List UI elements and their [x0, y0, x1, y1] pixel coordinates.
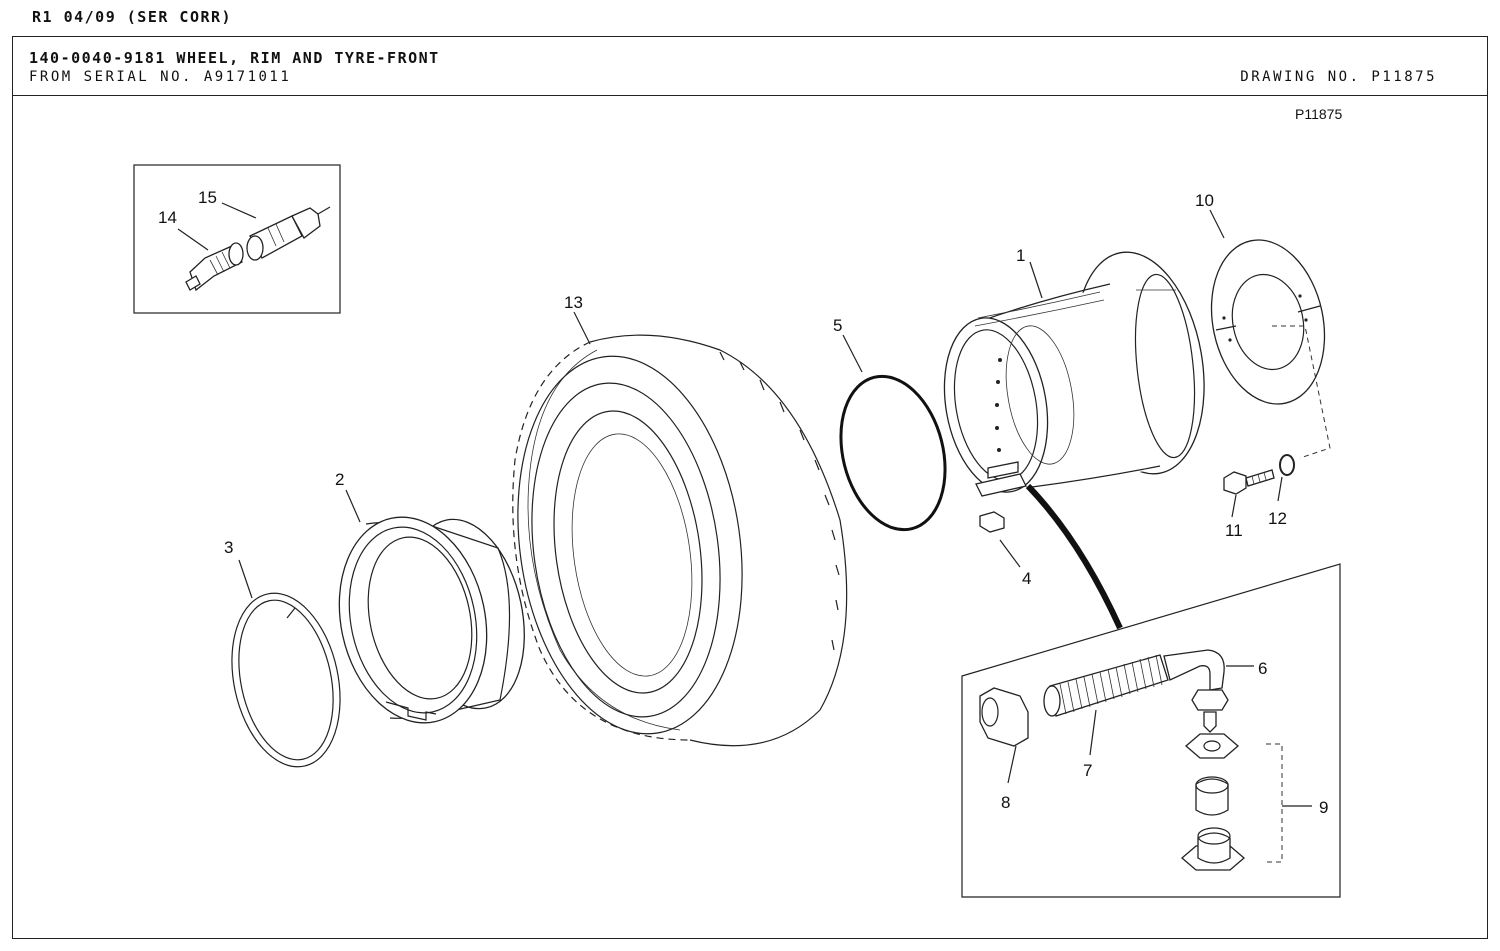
callout-9: 9	[1319, 798, 1328, 817]
revision-label: R1 04/09 (SER CORR)	[32, 8, 233, 26]
valve-extension-inset: 8 7 6 9	[961, 563, 1341, 898]
callout-14: 14	[158, 208, 177, 227]
washer-part: 12	[1268, 454, 1295, 528]
callout-4: 4	[1022, 569, 1031, 588]
drawing-number: DRAWING NO. P11875	[1240, 69, 1437, 85]
callout-7: 7	[1083, 761, 1092, 780]
callout-15: 15	[198, 188, 217, 207]
callout-10: 10	[1195, 191, 1214, 210]
valve-cap-part	[185, 242, 244, 292]
serial-number: FROM SERIAL NO. A9171011	[29, 69, 292, 85]
tyre-part: 13	[512, 293, 848, 747]
valve-core-part	[246, 206, 331, 261]
clip-part: 4	[979, 511, 1031, 588]
callout-11: 11	[1225, 521, 1243, 540]
figure-reference: P11875	[1295, 106, 1342, 122]
valve-inset: 14 15	[133, 164, 341, 314]
callout-5: 5	[833, 316, 842, 335]
lock-ring-part: 3	[224, 538, 341, 768]
drawing-title: 140-0040-9181 WHEEL, RIM AND TYRE-FRONT	[29, 49, 440, 67]
o-ring-part: 5	[833, 316, 947, 532]
drawing-frame: 140-0040-9181 WHEEL, RIM AND TYRE-FRONT …	[12, 36, 1488, 939]
extension-hose-part: 7 6	[1043, 649, 1267, 780]
title-block: 140-0040-9181 WHEEL, RIM AND TYRE-FRONT …	[13, 37, 1487, 96]
grommet-set-part: 9	[1181, 733, 1328, 871]
side-ring-part: 2	[335, 470, 525, 724]
bolt-part: 11	[1223, 469, 1275, 540]
gasket-part: 10	[1195, 191, 1326, 405]
callout-13: 13	[564, 293, 583, 312]
adapter-nut-part: 8	[979, 687, 1029, 812]
callout-1: 1	[1016, 246, 1025, 265]
callout-6: 6	[1258, 659, 1267, 678]
callout-12: 12	[1268, 509, 1287, 528]
callout-3: 3	[224, 538, 233, 557]
rim-part: 1	[943, 246, 1205, 497]
callout-2: 2	[335, 470, 344, 489]
callout-8: 8	[1001, 793, 1010, 812]
